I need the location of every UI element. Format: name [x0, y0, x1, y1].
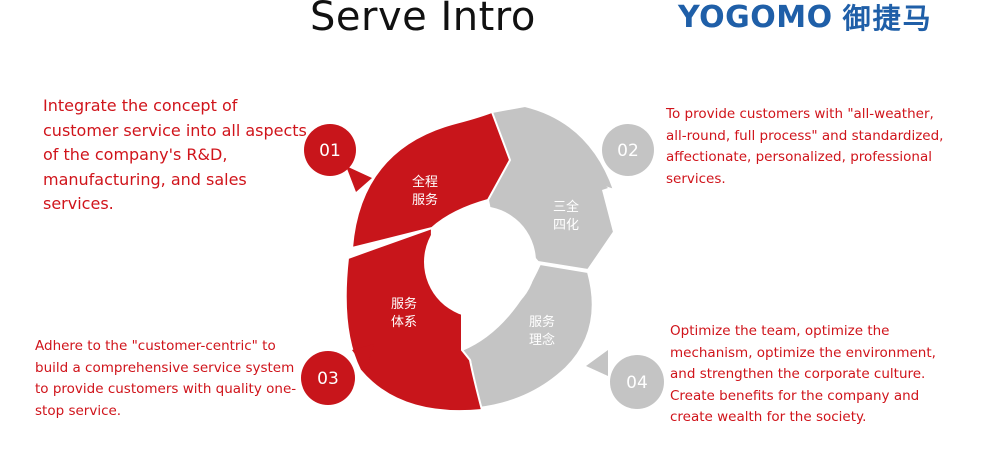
segment-4-label-line2: 体系 [391, 315, 417, 330]
segment-3-label-line2: 理念 [529, 332, 555, 348]
step-04-description: Optimize the team, optimize the mechanis… [670, 323, 936, 425]
step-badge-04: 04 [610, 355, 664, 409]
step-badge-02: 02 [602, 124, 654, 176]
step-badge-03: 03 [301, 351, 355, 405]
segment-3-label-line1: 服务 [529, 314, 555, 330]
page-title: Serve Intro [310, 0, 536, 40]
cycle-center [424, 206, 536, 318]
pointer-arrow-2 [590, 172, 608, 194]
logo-text-en: YOGOMO [678, 0, 833, 35]
segment-4-label-line1: 服务 [391, 296, 417, 312]
step-number-03: 03 [317, 369, 339, 389]
segment-1-label-line2: 服务 [412, 192, 438, 208]
step-number-02: 02 [617, 141, 639, 161]
segment-2-label-line1: 三全 [553, 199, 579, 215]
step-badge-01: 01 [304, 124, 356, 176]
cycle-segment-3 [460, 262, 594, 410]
segment-1-label-line1: 全程 [412, 174, 438, 190]
pointer-arrow-1 [346, 166, 372, 192]
step-03-description: Adhere to the "customer-centric" to buil… [35, 338, 297, 419]
step-number-04: 04 [626, 373, 648, 393]
logo-text-cn: 御捷马 [842, 2, 933, 35]
step-02-description: To provide customers with "all-weather, … [666, 106, 944, 187]
pointer-arrow-4 [586, 350, 608, 376]
pointer-arrow-3 [352, 344, 374, 370]
brand-logo: YOGOMO 御捷马 [678, 0, 933, 35]
segment-2-label-line2: 四化 [553, 218, 579, 233]
step-number-01: 01 [319, 141, 341, 161]
step-01-description: Integrate the concept of customer servic… [43, 96, 307, 213]
